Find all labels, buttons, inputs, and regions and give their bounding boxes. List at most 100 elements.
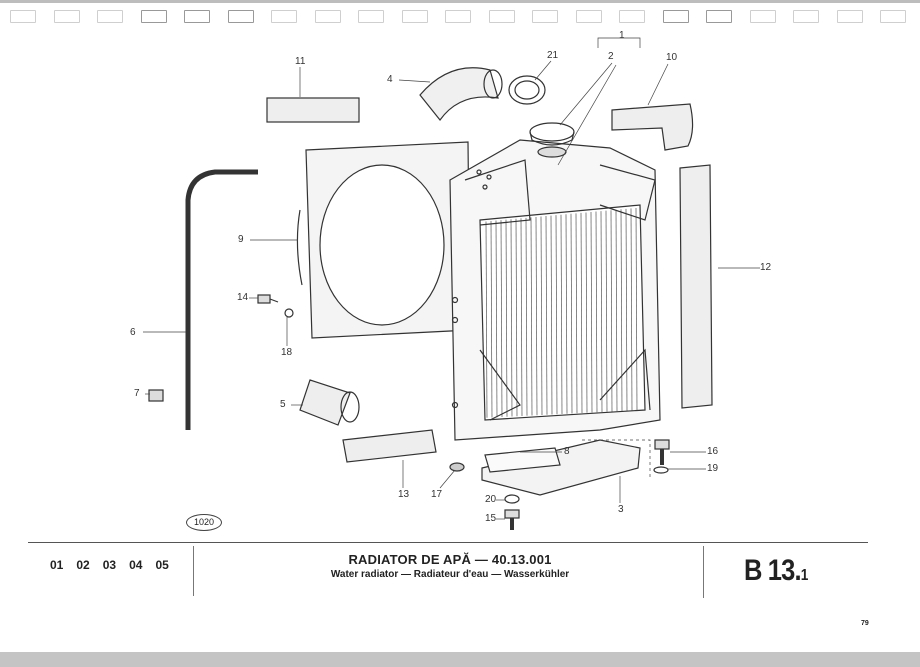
radiator-fin xyxy=(565,214,568,414)
radiator-fin xyxy=(625,208,628,411)
page-title-block: RADIATOR DE APĂ — 40.13.001 Water radiat… xyxy=(200,552,700,580)
model-code: 02 xyxy=(76,558,90,572)
radiator-fin xyxy=(610,210,613,412)
radiator-fin xyxy=(530,217,533,416)
part-callout: 7 xyxy=(134,388,140,399)
radiator-fin xyxy=(585,212,588,413)
bracket-part-8 xyxy=(484,447,561,473)
radiator-fin xyxy=(590,212,593,413)
page-number: 79 xyxy=(861,620,869,627)
footer-separator-left xyxy=(193,546,194,596)
hose-clamp-part-21 xyxy=(508,75,546,105)
part-callout: 15 xyxy=(485,513,497,524)
radiator-cap-part-2 xyxy=(529,122,575,158)
part-callout: 10 xyxy=(666,52,678,63)
overflow-pipe-part-6 xyxy=(185,169,258,430)
footer-divider xyxy=(28,542,868,543)
page-subtitle: Water radiator — Radiateur d'eau — Wasse… xyxy=(330,569,570,580)
radiator-fin xyxy=(500,220,503,417)
part-callout: 2 xyxy=(608,51,614,62)
model-code: 01 xyxy=(50,558,64,572)
index-tab xyxy=(445,10,471,23)
radiator-fin xyxy=(515,218,518,417)
radiator-fin xyxy=(510,219,513,417)
radiator-fin xyxy=(635,207,638,411)
index-tab xyxy=(401,10,428,23)
radiator-fin xyxy=(495,220,498,418)
index-tab xyxy=(227,10,254,23)
part-callout: 20 xyxy=(485,494,497,505)
radiator-exploded-diagram xyxy=(143,37,760,530)
index-tab xyxy=(53,10,80,23)
section-code-main: B 13. xyxy=(744,554,802,587)
model-code: 03 xyxy=(102,558,117,572)
index-tab xyxy=(10,10,36,23)
radiator-fin xyxy=(560,214,563,414)
index-tab xyxy=(314,10,341,23)
radiator-fin xyxy=(490,221,493,418)
part-callout: 6 xyxy=(130,327,136,338)
radiator-core xyxy=(449,139,661,441)
part-callout: 21 xyxy=(547,50,559,61)
footer-separator-right xyxy=(703,546,704,598)
radiator-fin xyxy=(550,215,553,415)
radiator-fin xyxy=(600,211,603,412)
part-callout: 1 xyxy=(619,30,625,41)
radiator-fin xyxy=(575,213,578,414)
model-code: 05 xyxy=(155,558,169,572)
lower-hose-part-5 xyxy=(299,379,360,426)
washer-part-18 xyxy=(284,308,294,318)
upper-hose-part-4 xyxy=(419,67,503,121)
index-tab xyxy=(749,10,776,23)
index-tabs xyxy=(8,10,913,24)
radiator-fin xyxy=(505,219,508,417)
seal-strip-part-12 xyxy=(679,164,713,409)
fan-shroud-part-9 xyxy=(296,141,471,339)
part-callout: 12 xyxy=(760,262,772,273)
index-tab xyxy=(706,10,732,23)
index-tab xyxy=(836,10,863,23)
index-tab xyxy=(662,10,689,23)
index-tab xyxy=(140,10,167,23)
index-tab xyxy=(793,10,819,23)
page-title: RADIATOR DE APĂ — 40.13.001 xyxy=(348,552,552,567)
washer-part-20 xyxy=(504,494,520,504)
index-tab xyxy=(271,10,297,23)
radiator-fin xyxy=(595,211,598,413)
section-code-sub: 1 xyxy=(800,567,809,584)
part-callout: 11 xyxy=(295,56,306,67)
part-callout: 13 xyxy=(398,489,410,500)
washer-part-19 xyxy=(653,466,669,474)
index-tab xyxy=(619,10,645,23)
radiator-fin xyxy=(570,213,573,414)
radiator-fin xyxy=(520,218,523,416)
catalog-ref-badge: 1020 xyxy=(186,514,222,531)
radiator-fins xyxy=(485,207,638,418)
part-callout: 4 xyxy=(387,74,393,85)
leader-lines xyxy=(143,37,760,520)
radiator-fin xyxy=(630,208,633,411)
radiator-fin xyxy=(615,209,618,412)
bolt-part-14 xyxy=(257,294,279,304)
radiator-fin xyxy=(620,209,623,411)
nut-part-17 xyxy=(449,462,465,472)
radiator-fin xyxy=(580,212,583,413)
radiator-fin xyxy=(555,215,558,415)
bolt-part-15 xyxy=(504,509,520,530)
bottom-border xyxy=(0,652,920,667)
seal-block-part-11 xyxy=(266,97,360,123)
index-tab xyxy=(184,10,210,23)
part-callout: 9 xyxy=(238,234,244,245)
index-tab xyxy=(97,10,123,23)
index-tab xyxy=(358,10,384,23)
part-callout: 14 xyxy=(237,292,249,303)
index-tab xyxy=(532,10,558,23)
bolt-part-16 xyxy=(654,439,670,465)
section-code: B 13.1 xyxy=(744,554,809,588)
radiator-fin xyxy=(525,217,528,416)
clip-part-7 xyxy=(148,389,164,402)
index-tab xyxy=(575,10,602,23)
radiator-fin xyxy=(535,216,538,416)
part-callout: 3 xyxy=(618,504,624,515)
part-callout: 16 xyxy=(707,446,719,457)
